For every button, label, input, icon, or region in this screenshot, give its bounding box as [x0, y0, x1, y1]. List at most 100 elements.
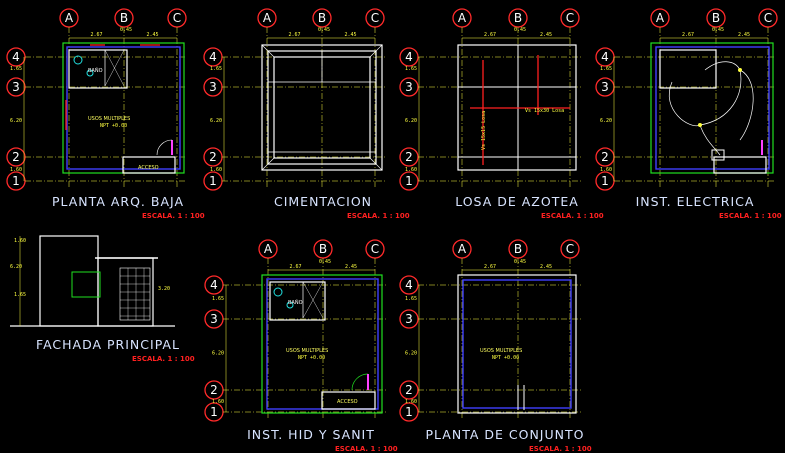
axis-bubble-row: 4: [595, 47, 615, 67]
dimension-text: 1.65: [405, 296, 417, 302]
footing-outer: [261, 44, 383, 171]
site-outline: [261, 274, 383, 414]
dimension-text: 2.45: [345, 32, 357, 38]
circuit-wire: [699, 69, 754, 156]
footing-corner: [369, 44, 383, 58]
dimension-text: 0.45: [514, 27, 526, 33]
room-label-usos-multiples: USOS MULTIPLES: [480, 348, 522, 354]
dimension-text: 1.65: [210, 66, 222, 72]
axis-bubble-col: C: [365, 239, 385, 259]
axis-bubble-label: 4: [405, 278, 413, 292]
room-label-acceso: ACCESO: [337, 399, 358, 405]
axis-bubble-col: B: [312, 8, 332, 28]
axis-bubble-label: 4: [210, 278, 218, 292]
slab-outline: [457, 44, 577, 171]
axis-bubble-label: C: [173, 11, 181, 25]
toilet-icon: [273, 287, 283, 297]
facade-wall-left: [39, 235, 99, 327]
room-label-usos-multiples: USOS MULTIPLES: [286, 348, 328, 354]
dimension-text: 0.45: [514, 259, 526, 265]
drawing-title: INST. HID Y SANIT: [247, 427, 375, 442]
dimension-text: 1.65: [600, 66, 612, 72]
axis-bubble-col: C: [167, 8, 187, 28]
axis-bubble-col: A: [452, 239, 472, 259]
axis-bubble-row: 3: [399, 77, 419, 97]
axis-bubble-row: 1: [203, 171, 223, 191]
axis-bubble-col: A: [257, 8, 277, 28]
axis-bubble-label: B: [319, 242, 327, 256]
axis-bubble-row: 4: [6, 47, 26, 67]
drawing-scale: ESCALA. 1 : 100: [142, 212, 205, 220]
dimension-text: 2.45: [738, 32, 750, 38]
axis-bubble-label: 2: [405, 383, 413, 397]
axis-bubble-col: B: [114, 8, 134, 28]
axis-bubble-row: 3: [6, 77, 26, 97]
axis-bubble-col: B: [706, 8, 726, 28]
dimension-text: 3.20: [158, 286, 170, 292]
axis-bubble-col: B: [508, 239, 528, 259]
axis-bubble-row: 4: [204, 275, 224, 295]
axis-bubble-label: C: [566, 242, 574, 256]
axis-bubble-col: B: [313, 239, 333, 259]
axis-bubble-col: A: [452, 8, 472, 28]
facade-door-grid: [119, 267, 151, 321]
bathroom-walls: [659, 49, 717, 89]
dimension-text: 2.45: [540, 32, 552, 38]
drawing-title: CIMENTACION: [274, 194, 372, 209]
door-swing: [156, 139, 173, 156]
dimension-text: 2.67: [290, 264, 302, 270]
bathroom-walls: [269, 281, 326, 321]
axis-bubble-row: 2: [204, 380, 224, 400]
losa-label-horizontal: Vs 15x30 Losa: [525, 108, 564, 114]
axis-bubble-label: B: [514, 11, 522, 25]
bathroom-walls: [68, 49, 128, 89]
axis-bubble-label: A: [65, 11, 74, 25]
site-outline: [457, 274, 577, 414]
dimension-text: 1.60: [10, 167, 22, 173]
drawing-scale: ESCALA. 1 : 100: [335, 445, 398, 453]
room-label-bano: BAÑO: [288, 299, 303, 306]
axis-bubble-label: B: [514, 242, 522, 256]
axis-bubble-label: A: [263, 11, 272, 25]
axis-bubble-label: B: [120, 11, 128, 25]
footing-corner: [369, 157, 383, 171]
dimension-text: 1.65: [212, 296, 224, 302]
door-swing: [351, 373, 369, 391]
dimension-text: 1.60: [600, 167, 612, 173]
axis-bubble-row: 2: [399, 147, 419, 167]
room-label-acceso: ACCESO: [138, 165, 159, 171]
axis-bubble-label: 1: [405, 174, 413, 188]
axis-bubble-label: 3: [405, 80, 413, 94]
exterior-wall: [266, 278, 379, 410]
drawing-scale: ESCALA. 1 : 100: [132, 355, 195, 363]
room-label-bano: BAÑO: [88, 67, 103, 74]
dimension-text: 2.67: [484, 32, 496, 38]
dimension-text: 1.65: [14, 292, 26, 298]
drawing-title: FACHADA PRINCIPAL: [36, 337, 180, 352]
dimension-text: 1.60: [405, 399, 417, 405]
axis-bubble-label: C: [371, 11, 379, 25]
axis-bubble-label: B: [318, 11, 326, 25]
axis-bubble-label: 1: [405, 405, 413, 419]
access-box: [122, 156, 176, 174]
losa-label-vertical: Vs 15x15 Losa: [481, 111, 487, 150]
dimension-text: 2.45: [540, 264, 552, 270]
dimension-text: 2.45: [147, 32, 159, 38]
exterior-wall: [66, 46, 181, 170]
axis-bubble-label: 1: [601, 174, 609, 188]
access-box: [321, 391, 376, 410]
dimension-text: 1.60: [405, 167, 417, 173]
axis-bubble-label: 3: [601, 80, 609, 94]
axis-bubble-label: A: [264, 242, 273, 256]
axis-bubble-label: 3: [210, 312, 218, 326]
axis-bubble-label: 3: [405, 312, 413, 326]
axis-bubble-label: 1: [210, 405, 218, 419]
dimension-text: 2.67: [289, 32, 301, 38]
room-label-usos-multiples: USOS MULTIPLES: [88, 116, 130, 122]
footing-corner: [261, 44, 275, 58]
axis-bubble-label: 4: [12, 50, 20, 64]
